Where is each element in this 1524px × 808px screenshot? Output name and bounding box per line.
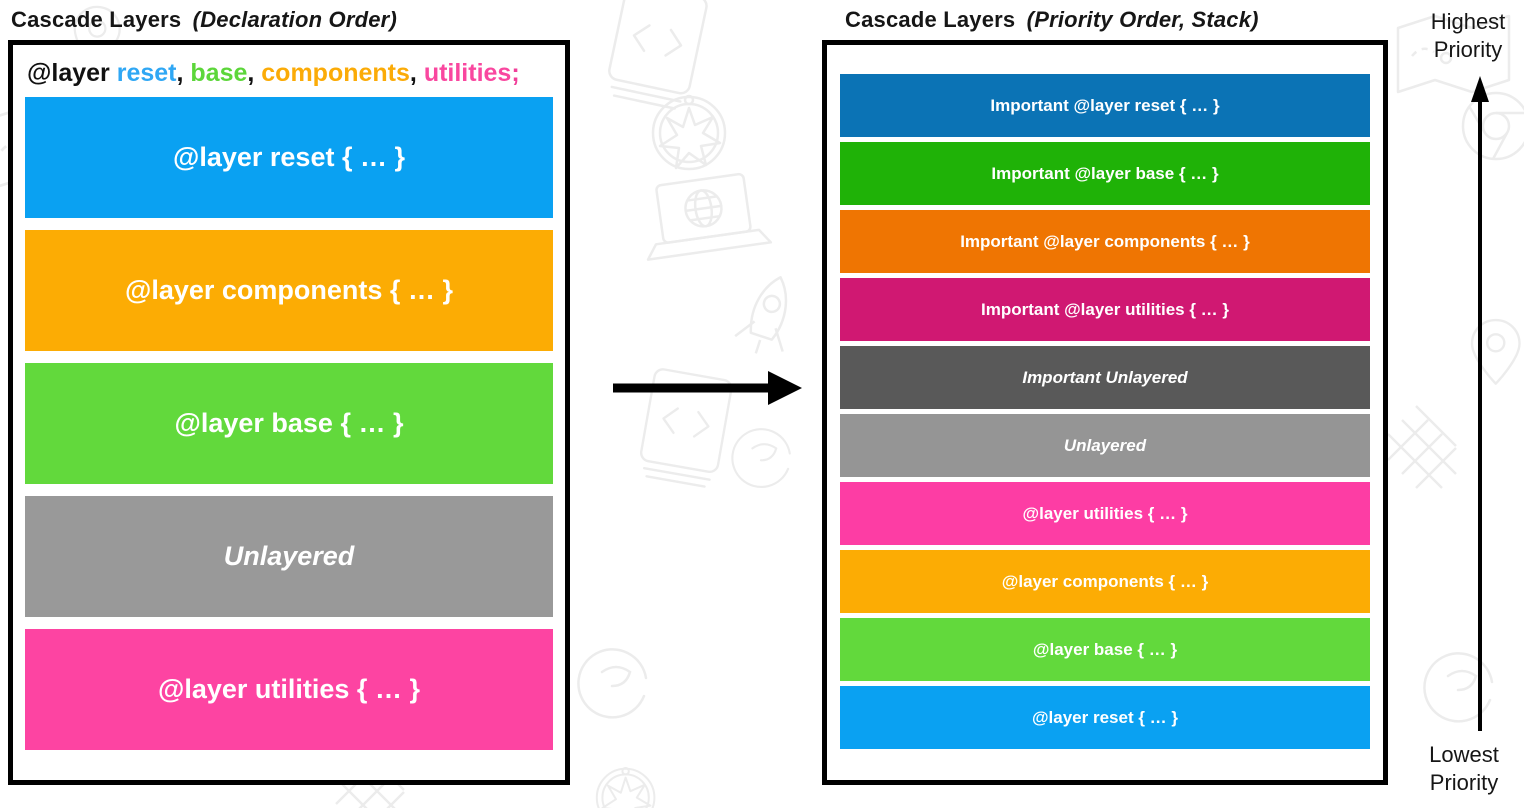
layer-declaration-statement: @layer reset, base, components, utilitie…: [27, 58, 553, 88]
transformation-arrow-icon: [613, 371, 802, 405]
highest-priority-label: Highest Priority: [1430, 9, 1506, 62]
code-separator: ,: [409, 59, 424, 87]
code-layer-components: components: [261, 59, 410, 87]
priority-order-panel: Important @layer reset { … } Important @l…: [822, 40, 1388, 785]
priority-bar-important-layer-reset: Important @layer reset { … }: [840, 74, 1370, 137]
bar-label: Unlayered: [223, 541, 355, 571]
code-keyword: @layer: [27, 59, 117, 87]
bar-label: @layer components { … }: [1001, 571, 1209, 591]
declaration-bar-layer-reset: @layer reset { … }: [25, 97, 553, 218]
bar-label: @layer reset { … }: [1031, 707, 1179, 727]
declaration-bar-layer-components: @layer components { … }: [25, 230, 553, 351]
priority-bar-important-layer-components: Important @layer components { … }: [840, 210, 1370, 273]
code-layer-utilities: utilities: [423, 59, 512, 87]
left-panel-title: Cascade Layers (Declaration Order): [11, 7, 397, 33]
priority-bar-layer-base: @layer base { … }: [840, 618, 1370, 681]
declaration-order-stack: @layer reset { … } @layer components { … …: [25, 97, 553, 750]
priority-order-stack: Important @layer reset { … } Important @l…: [840, 74, 1370, 749]
right-panel-title-text: Cascade Layers: [845, 7, 1016, 32]
priority-bar-layer-reset: @layer reset { … }: [840, 686, 1370, 749]
code-separator: ,: [247, 59, 262, 87]
code-layer-base: base: [190, 59, 248, 87]
bar-label: @layer reset { … }: [173, 142, 405, 172]
priority-bar-important-unlayered: Important Unlayered: [840, 346, 1370, 409]
declaration-bar-layer-utilities: @layer utilities { … }: [25, 629, 553, 750]
priority-bar-unlayered: Unlayered: [840, 414, 1370, 477]
priority-bar-layer-components: @layer components { … }: [840, 550, 1370, 613]
lowest-priority-label: Lowest Priority: [1429, 742, 1499, 795]
priority-axis-arrow-icon: [1471, 76, 1489, 731]
left-panel-title-text: Cascade Layers: [11, 7, 182, 32]
declaration-order-panel: @layer reset, base, components, utilitie…: [8, 40, 570, 785]
bar-label: @layer utilities { … }: [1022, 503, 1188, 523]
code-terminator: ;: [511, 59, 520, 87]
bar-label: @layer base { … }: [1032, 639, 1178, 659]
bar-label: Unlayered: [1063, 435, 1147, 455]
right-panel-title-annotation: (Priority Order, Stack): [1026, 7, 1259, 32]
bar-label: @layer components { … }: [125, 275, 453, 305]
bar-label: @layer utilities { … }: [158, 674, 420, 704]
priority-bar-important-layer-utilities: Important @layer utilities { … }: [840, 278, 1370, 341]
bar-label: Important Unlayered: [1022, 367, 1188, 387]
declaration-bar-layer-base: @layer base { … }: [25, 363, 553, 484]
right-panel-title: Cascade Layers (Priority Order, Stack): [845, 7, 1259, 33]
priority-bar-layer-utilities: @layer utilities { … }: [840, 482, 1370, 545]
bar-label: Important @layer reset { … }: [990, 95, 1220, 115]
bar-label: Important @layer components { … }: [960, 231, 1250, 251]
left-panel-title-annotation: (Declaration Order): [192, 7, 397, 32]
declaration-bar-unlayered: Unlayered: [25, 496, 553, 617]
bar-label: @layer base { … }: [174, 408, 404, 438]
code-separator: ,: [176, 59, 191, 87]
code-layer-reset: reset: [116, 59, 177, 87]
bar-label: Important @layer base { … }: [991, 163, 1219, 183]
priority-bar-important-layer-base: Important @layer base { … }: [840, 142, 1370, 205]
bar-label: Important @layer utilities { … }: [980, 299, 1230, 319]
